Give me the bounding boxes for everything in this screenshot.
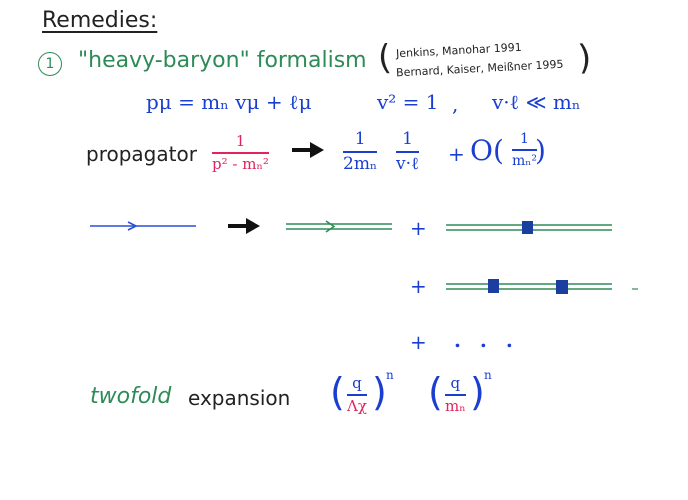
diagram-ellipsis: . . . — [454, 328, 519, 352]
heavy-propagator-factor-1: 1 2mₙ — [343, 129, 378, 174]
propagator-label: propagator — [86, 142, 197, 166]
term1-exponent: n — [386, 368, 394, 382]
vertex-insertion-icon — [556, 280, 568, 294]
term1-close-paren: ) — [372, 370, 387, 414]
relativistic-nucleon-line — [90, 221, 196, 231]
vertex-insertion-icon — [522, 221, 533, 234]
heavy-factor-2-denominator: v·ℓ — [396, 153, 420, 174]
heavy-propagator-factor-2: 1 v·ℓ — [396, 129, 420, 174]
momentum-decomposition: pμ = mₙ vμ + ℓμ — [146, 90, 312, 114]
v-squared-condition: v² = 1 — [377, 90, 439, 114]
term2-open-paren: ( — [428, 370, 443, 414]
heavy-baryon-line — [286, 220, 392, 233]
term2-numerator: q — [450, 374, 461, 392]
soft-momentum-condition: v·ℓ ≪ mₙ — [492, 90, 581, 114]
term2-close-paren: ) — [470, 370, 485, 414]
item-marker: 1 — [38, 52, 62, 76]
single-insertion-line — [446, 221, 612, 234]
chiral-expansion-term: q Λχ — [347, 376, 367, 414]
heavy-factor-2-numerator: 1 — [402, 129, 413, 149]
term1-denominator: Λχ — [347, 396, 367, 415]
relativistic-propagator-numerator: 1 — [235, 132, 246, 150]
propagator-arrow-icon — [292, 142, 324, 158]
order-denominator: mₙ² — [512, 152, 537, 169]
term2-exponent: n — [484, 368, 492, 382]
term1-numerator: q — [352, 374, 362, 392]
separator-comma: , — [452, 92, 459, 116]
relativistic-propagator: 1 p² - mₙ² — [212, 134, 269, 172]
page-title: Remedies: — [42, 8, 158, 33]
term1-open-paren: ( — [330, 370, 345, 414]
twofold-label: twofold — [90, 384, 172, 409]
order-close-paren: ) — [535, 134, 546, 167]
heavy-factor-1-numerator: 1 — [354, 129, 366, 149]
vertex-insertion-icon — [488, 279, 499, 293]
heavy-mass-expansion-term: q mₙ — [445, 376, 466, 414]
heavy-baryon-heading: "heavy-baryon" formalism — [78, 48, 367, 73]
expansion-label: expansion — [188, 386, 291, 410]
order-numerator: 1 — [520, 131, 529, 147]
diagram-plus-1: + — [410, 216, 427, 240]
double-insertion-line — [446, 279, 638, 294]
diagram-plus-3: + — [410, 330, 427, 354]
expansion-arrow-icon — [228, 218, 260, 234]
relativistic-propagator-denominator: p² - mₙ² — [212, 154, 269, 173]
term2-denominator: mₙ — [445, 396, 466, 415]
heavy-factor-1-denominator: 2mₙ — [343, 153, 378, 174]
order-symbol: O( — [470, 134, 504, 167]
propagator-plus: + — [448, 142, 465, 166]
order-correction: 1 mₙ² — [512, 132, 537, 168]
diagram-plus-2: + — [410, 274, 427, 298]
